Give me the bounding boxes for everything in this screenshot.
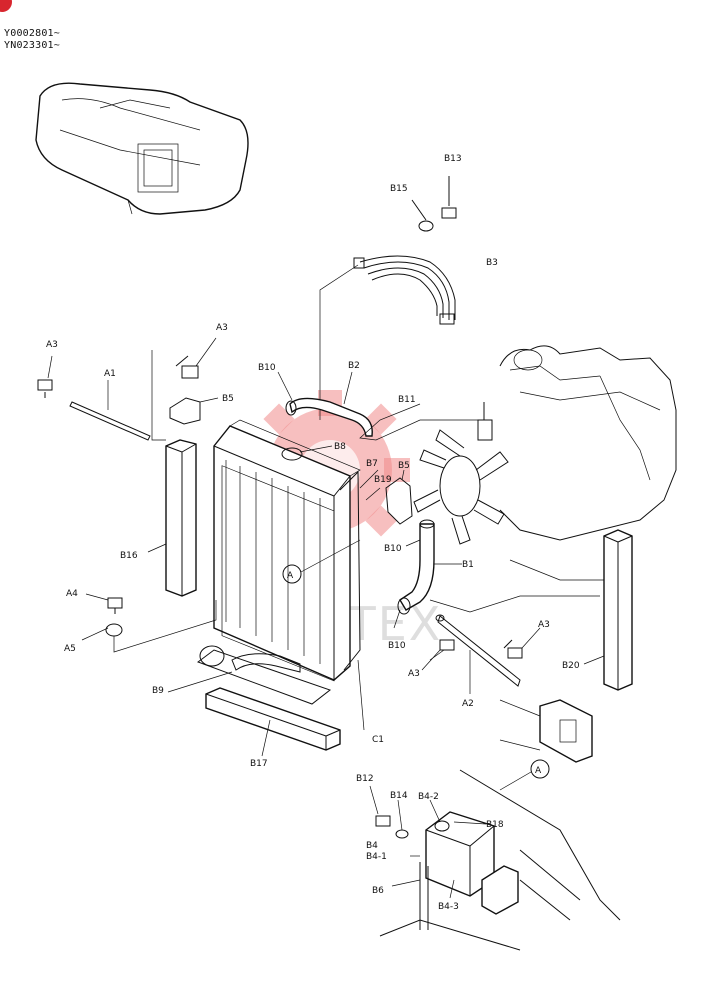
a5-washer-icon xyxy=(105,600,217,653)
label-a5: A5 xyxy=(64,644,76,654)
label-b2: B2 xyxy=(348,361,360,371)
label-b4-2: B4-2 xyxy=(418,792,439,802)
label-b6: B6 xyxy=(372,886,384,896)
label-b9: B9 xyxy=(152,686,164,696)
a1-stay-bar xyxy=(69,380,151,441)
label-b4-3: B4-3 xyxy=(438,902,459,912)
label-b4-1: B4-1 xyxy=(366,852,387,862)
b11-fitting-icon xyxy=(359,402,493,441)
reservoir-tank-detail xyxy=(379,769,621,951)
label-a3-bottom: A3 xyxy=(408,669,420,679)
label-b14: B14 xyxy=(390,791,408,801)
a4-bolt-icon xyxy=(107,597,123,614)
b20-seal xyxy=(583,529,633,691)
label-b15: B15 xyxy=(390,184,408,194)
a3-bolt-left-icon xyxy=(37,355,53,398)
svg-text:A: A xyxy=(535,766,542,776)
b2-upper-hose xyxy=(277,371,373,437)
serial-range-1: Y0002801~ xyxy=(4,28,60,39)
label-b5-right: B5 xyxy=(398,461,410,471)
b5-clamp-left xyxy=(169,397,219,425)
serial-range-2: YN023301~ xyxy=(4,40,60,51)
radiator-core xyxy=(213,419,361,682)
engine-block xyxy=(499,345,677,541)
svg-text:A: A xyxy=(287,571,294,581)
label-b10-low: B10 xyxy=(388,641,406,651)
label-b4: B4 xyxy=(366,841,378,851)
machine-overview xyxy=(35,82,249,215)
b9-mount-plate xyxy=(196,645,332,705)
label-b17: B17 xyxy=(250,759,268,769)
label-b7: B7 xyxy=(366,459,378,469)
label-c1: C1 xyxy=(372,735,384,745)
callout-a-lower: A xyxy=(499,759,550,791)
b1-lower-hose xyxy=(397,519,462,615)
label-a2: A2 xyxy=(462,699,474,709)
stay-bracket xyxy=(499,699,593,763)
callout-a-upper: A xyxy=(282,539,361,584)
label-b11: B11 xyxy=(398,395,416,405)
label-b16: B16 xyxy=(120,551,138,561)
label-a1: A1 xyxy=(104,369,116,379)
label-b8: B8 xyxy=(334,442,346,452)
label-b13: B13 xyxy=(444,154,462,164)
b16-seal xyxy=(147,439,197,597)
label-a3-right: A3 xyxy=(538,620,550,630)
label-b1: B1 xyxy=(462,560,474,570)
label-b10-mid: B10 xyxy=(384,544,402,554)
label-b3: B3 xyxy=(486,258,498,268)
label-b19: B19 xyxy=(374,475,392,485)
b12-bolt-icon xyxy=(369,785,391,827)
a3-bolt-right-icon xyxy=(503,627,541,659)
b8-radiator-cap-icon xyxy=(281,445,333,461)
label-a3-top: A3 xyxy=(216,323,228,333)
b5-clamp-right xyxy=(385,469,413,525)
label-b5-left: B5 xyxy=(222,394,234,404)
label-a4: A4 xyxy=(66,589,78,599)
label-b20: B20 xyxy=(562,661,580,671)
label-b18: B18 xyxy=(486,820,504,830)
a3-bolt-top-icon xyxy=(175,337,217,379)
label-b12: B12 xyxy=(356,774,374,784)
b14-washer-icon xyxy=(395,799,409,839)
label-b10-top: B10 xyxy=(258,363,276,373)
label-a3-topleft: A3 xyxy=(46,340,58,350)
cooling-fan xyxy=(413,429,509,545)
a2-stay-rod xyxy=(435,614,521,694)
b15-washer-icon xyxy=(411,199,434,232)
corner-badge xyxy=(0,0,12,12)
b13-bolt-icon xyxy=(441,176,457,219)
b3-pipe-assembly xyxy=(353,255,456,325)
b17-support-beam xyxy=(205,687,341,751)
